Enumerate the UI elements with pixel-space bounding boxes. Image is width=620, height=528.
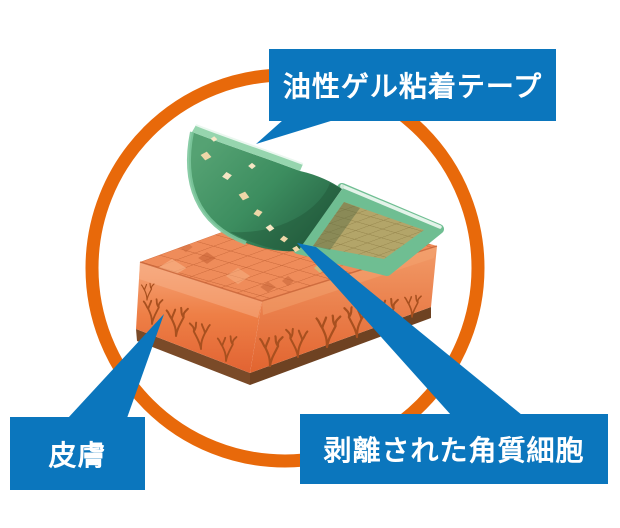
pointer-skin <box>68 314 164 418</box>
label-peeled-cells: 剥離された角質細胞 <box>300 414 608 484</box>
skin-front-highlight <box>139 262 262 318</box>
label-oil-gel-tape-text: 油性ゲル粘着テープ <box>282 71 543 102</box>
pointer-tape <box>256 120 334 144</box>
label-peeled-cells-text: 剥離された角質細胞 <box>323 435 585 466</box>
label-skin-text: 皮膚 <box>48 439 107 471</box>
skin-right-face <box>250 246 437 373</box>
tape-flat-shadow <box>313 202 360 250</box>
tape-curl-band <box>188 132 342 252</box>
tape-flat-surface <box>313 202 424 259</box>
tape-curl-cut-edge <box>192 125 303 171</box>
adhesive-tape-curl <box>187 124 342 253</box>
label-skin: 皮膚 <box>10 417 145 490</box>
pointer-cells <box>297 243 522 415</box>
tape-curl-side-edge <box>187 131 247 245</box>
tape-curl-inner-shadow <box>230 183 342 252</box>
skin-front-face <box>136 262 262 373</box>
tape-curl-cut-glint <box>195 124 304 165</box>
label-oil-gel-tape: 油性ゲル粘着テープ <box>269 49 556 121</box>
skin-base-front <box>136 329 250 385</box>
tape-flat-glass-edge <box>340 184 442 229</box>
